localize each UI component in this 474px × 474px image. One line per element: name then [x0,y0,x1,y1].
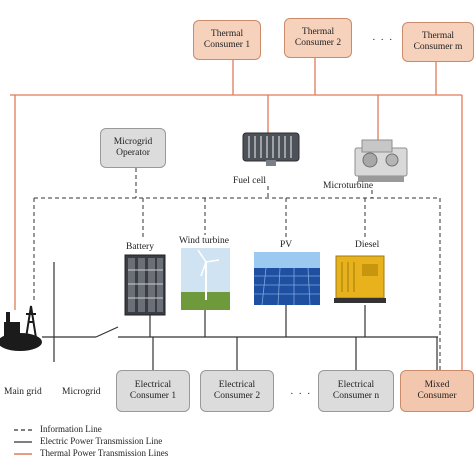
thermal-lines [10,58,463,370]
battery-image [124,254,166,316]
thermal-consumer-m: Thermal Consumer m [402,22,474,62]
wind-turbine-image [181,248,230,310]
legend-swatches [14,429,32,455]
microgrid-label: Microgrid [62,387,101,397]
electrical-ellipsis: · · · [290,388,312,400]
thermal-ellipsis: · · · [372,34,394,46]
diesel-image [334,255,386,303]
pv-image [254,252,320,306]
pv-label: PV [280,240,293,250]
main-grid-image [0,305,42,351]
thermal-consumer-2: Thermal Consumer 2 [284,18,352,58]
main-grid-label: Main grid [4,387,42,397]
switch [95,326,119,338]
diesel-label: Diesel [355,240,380,250]
information-lines [33,168,441,370]
electrical-consumer-1: Electrical Consumer 1 [116,370,190,412]
fuel-cell-label: Fuel cell [233,176,266,186]
electrical-consumer-n: Electrical Consumer n [318,370,394,412]
wind-turbine-label: Wind turbine [179,236,230,246]
legend-electric-line: Electric Power Transmission Line [40,436,163,446]
mixed-consumer: Mixed Consumer [400,370,474,412]
thermal-consumer-1: Thermal Consumer 1 [193,20,261,60]
microgrid-operator: Microgrid Operator [100,128,166,168]
microturbine-image [354,139,408,182]
electrical-consumer-2: Electrical Consumer 2 [200,370,274,412]
electric-lines [42,262,438,370]
fuel-cell-image [242,132,300,166]
legend-information-line: Information Line [40,424,102,434]
microturbine-label: Microturbine [323,181,374,191]
battery-label: Battery [126,242,154,252]
legend-thermal-line: Thermal Power Transmission Lines [40,448,169,458]
